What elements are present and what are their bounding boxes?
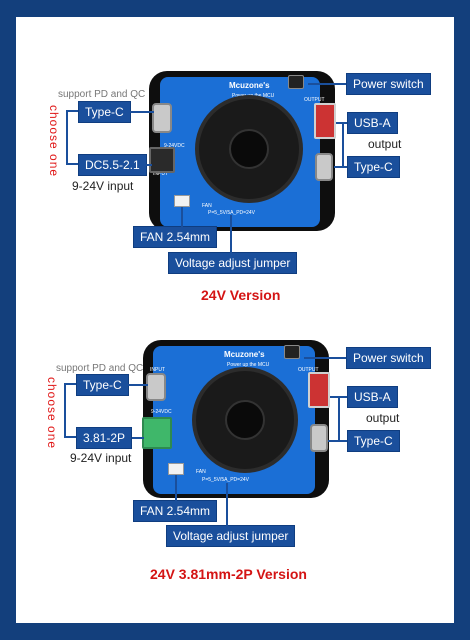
bottom-brand-sub: Power up the MCU bbox=[227, 362, 270, 368]
top-usba-leader bbox=[336, 122, 347, 124]
top-fan-connector[interactable] bbox=[174, 195, 190, 207]
top-typec-output-port[interactable] bbox=[315, 153, 333, 181]
bottom-usba-label: USB-A bbox=[347, 386, 398, 408]
bottom-power-switch-leader bbox=[304, 357, 346, 359]
top-bracket-v bbox=[66, 110, 68, 164]
bottom-pcb-fan: FAN bbox=[196, 469, 206, 475]
bottom-support-note: support PD and QC bbox=[56, 363, 144, 374]
bottom-pcb-output: OUTPUT bbox=[298, 367, 319, 373]
bottom-typec-output-port[interactable] bbox=[310, 424, 328, 452]
top-input-range: 9-24V input bbox=[72, 179, 134, 193]
bottom-fan-connector[interactable] bbox=[168, 463, 184, 475]
product-card: Mcuzone's Power up the MCU INPUT OUTPUT … bbox=[16, 17, 454, 623]
top-output-typec-label: Type-C bbox=[347, 156, 400, 178]
bottom-output-typec-leader bbox=[328, 440, 347, 442]
top-input-alt-label: DC5.5-2.1 bbox=[78, 154, 147, 176]
bottom-usba-port[interactable] bbox=[308, 372, 330, 408]
bottom-power-switch-label: Power switch bbox=[346, 347, 431, 369]
top-fan-label: FAN 2.54mm bbox=[133, 226, 218, 248]
bottom-fan-label: FAN 2.54mm bbox=[133, 500, 218, 522]
top-power-switch-leader bbox=[308, 83, 346, 85]
top-usba-port[interactable] bbox=[314, 103, 336, 139]
bottom-output-label: output bbox=[366, 411, 400, 425]
bottom-input-typec-label: Type-C bbox=[76, 374, 129, 396]
top-output-label: output bbox=[368, 137, 402, 151]
top-brand: Mcuzone's bbox=[229, 81, 270, 90]
bottom-choose-note: choose one bbox=[45, 377, 59, 450]
bottom-pcb-input: INPUT bbox=[150, 367, 165, 373]
bottom-pcb-dc: 9-24VDC bbox=[151, 409, 172, 415]
top-version-title: 24V Version bbox=[201, 287, 281, 303]
top-pcb-jumper: P=5_5V/5A_PD=24V bbox=[208, 210, 255, 216]
top-fan-leader bbox=[181, 207, 183, 227]
bottom-input-typec-leader bbox=[128, 384, 148, 386]
top-output-typec-leader bbox=[334, 166, 347, 168]
top-power-switch-label: Power switch bbox=[346, 73, 431, 95]
bottom-pcb-jumper: P=5_5V/5A_PD=24V bbox=[202, 477, 249, 483]
bottom-terminal-block[interactable] bbox=[142, 417, 172, 449]
top-input-typec-leader bbox=[130, 111, 154, 113]
top-dc-jack[interactable] bbox=[149, 147, 175, 173]
top-input-typec-label: Type-C bbox=[78, 101, 131, 123]
top-choose-note: choose one bbox=[47, 105, 61, 178]
top-bracket-h2 bbox=[66, 163, 78, 165]
top-pcb-input: INPUT bbox=[153, 171, 168, 177]
top-jumper-leader bbox=[230, 215, 232, 253]
top-fan-hub bbox=[229, 129, 269, 169]
top-typec-input-port[interactable] bbox=[152, 103, 172, 133]
bottom-input-alt-leader bbox=[132, 437, 144, 439]
top-power-switch[interactable] bbox=[288, 75, 304, 89]
bottom-input-alt-label: 3.81-2P bbox=[76, 427, 133, 449]
bottom-bracket-h1 bbox=[64, 383, 76, 385]
bottom-typec-input-port[interactable] bbox=[146, 373, 166, 401]
bottom-fan-leader bbox=[175, 475, 177, 501]
top-input-alt-leader bbox=[144, 164, 152, 166]
top-bracket-h1 bbox=[66, 110, 78, 112]
bottom-brand: Mcuzone's bbox=[224, 350, 265, 359]
bottom-power-switch[interactable] bbox=[284, 345, 300, 359]
top-jumper-label: Voltage adjust jumper bbox=[168, 252, 298, 274]
top-pcb-dc: 9-24VDC bbox=[164, 143, 185, 149]
bottom-fan-hub bbox=[225, 400, 265, 440]
bottom-bracket-v bbox=[64, 383, 66, 437]
bottom-jumper-leader bbox=[226, 483, 228, 526]
bottom-jumper-label: Voltage adjust jumper bbox=[166, 525, 296, 547]
bottom-output-typec-label: Type-C bbox=[347, 430, 400, 452]
top-output-bracket bbox=[342, 122, 344, 168]
bottom-input-range: 9-24V input bbox=[70, 451, 132, 465]
top-support-note: support PD and QC bbox=[58, 89, 146, 100]
bottom-output-bracket bbox=[338, 396, 340, 442]
bottom-bracket-h2 bbox=[64, 436, 76, 438]
top-pcb-fan: FAN bbox=[202, 203, 212, 209]
top-pcb-output: OUTPUT bbox=[304, 97, 325, 103]
top-usba-label: USB-A bbox=[347, 112, 398, 134]
bottom-version-title: 24V 3.81mm-2P Version bbox=[150, 566, 307, 582]
